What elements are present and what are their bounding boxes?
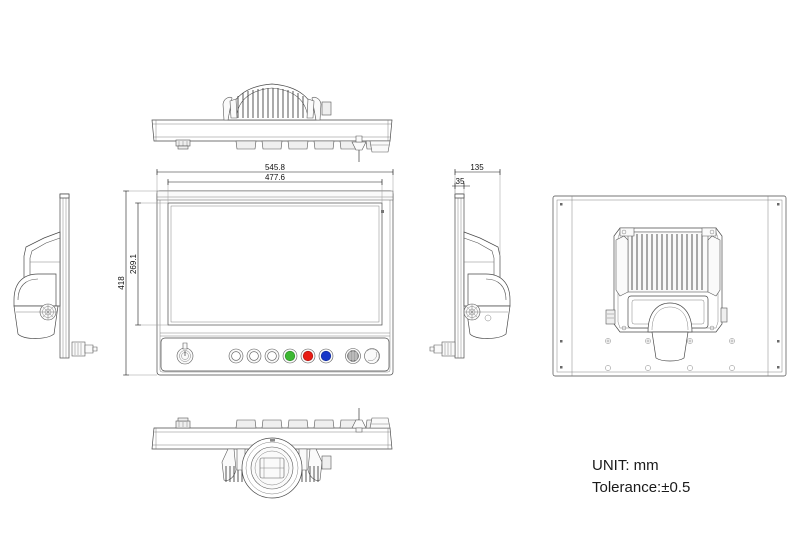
dim-front-height-inner: 269.1	[129, 253, 138, 274]
button-2[interactable]	[246, 348, 262, 364]
speaker-grille	[345, 348, 361, 364]
button-blue[interactable]	[318, 348, 334, 364]
notes-block: UNIT: mm Tolerance:±0.5	[592, 455, 690, 499]
top-cap-right	[369, 140, 391, 153]
dimension-width-inner: 477.6	[167, 173, 383, 203]
top-view	[151, 83, 393, 162]
unit-note: UNIT: mm	[592, 457, 659, 474]
button-3[interactable]	[264, 348, 280, 364]
bottom-view	[151, 408, 393, 499]
dimension-height-outer: 418	[117, 190, 157, 376]
button-green[interactable]	[282, 348, 298, 364]
button-1[interactable]	[228, 348, 244, 364]
power-knob[interactable]	[176, 342, 194, 365]
dim-side-depth-inner: 35	[456, 177, 465, 186]
control-panel	[160, 337, 390, 372]
dim-side-depth-outer: 135	[470, 163, 484, 172]
dim-front-width-outer: 545.8	[265, 163, 286, 172]
bottom-post	[351, 408, 367, 433]
front-view: 545.8 477.6 418 269.1	[117, 163, 394, 376]
right-side-view: 135 35	[429, 163, 511, 359]
bottom-cap-right	[369, 417, 391, 429]
rear-view	[552, 195, 787, 377]
dimension-height-inner: 269.1	[129, 202, 168, 326]
top-post	[351, 135, 367, 162]
right-knob[interactable]	[364, 348, 380, 364]
left-side-connector	[71, 341, 98, 357]
top-connector-left	[175, 139, 191, 150]
bottom-connector-left	[175, 417, 191, 429]
button-red[interactable]	[300, 348, 316, 364]
tolerance-note: Tolerance:±0.5	[592, 479, 691, 496]
left-side-view	[13, 193, 98, 359]
dimension-depth-inner: 35	[452, 177, 470, 194]
right-side-connector	[429, 341, 456, 357]
dimension-width-outer: 545.8	[156, 163, 394, 191]
dim-front-width-inner: 477.6	[265, 173, 286, 182]
dim-front-height-outer: 418	[117, 276, 126, 290]
